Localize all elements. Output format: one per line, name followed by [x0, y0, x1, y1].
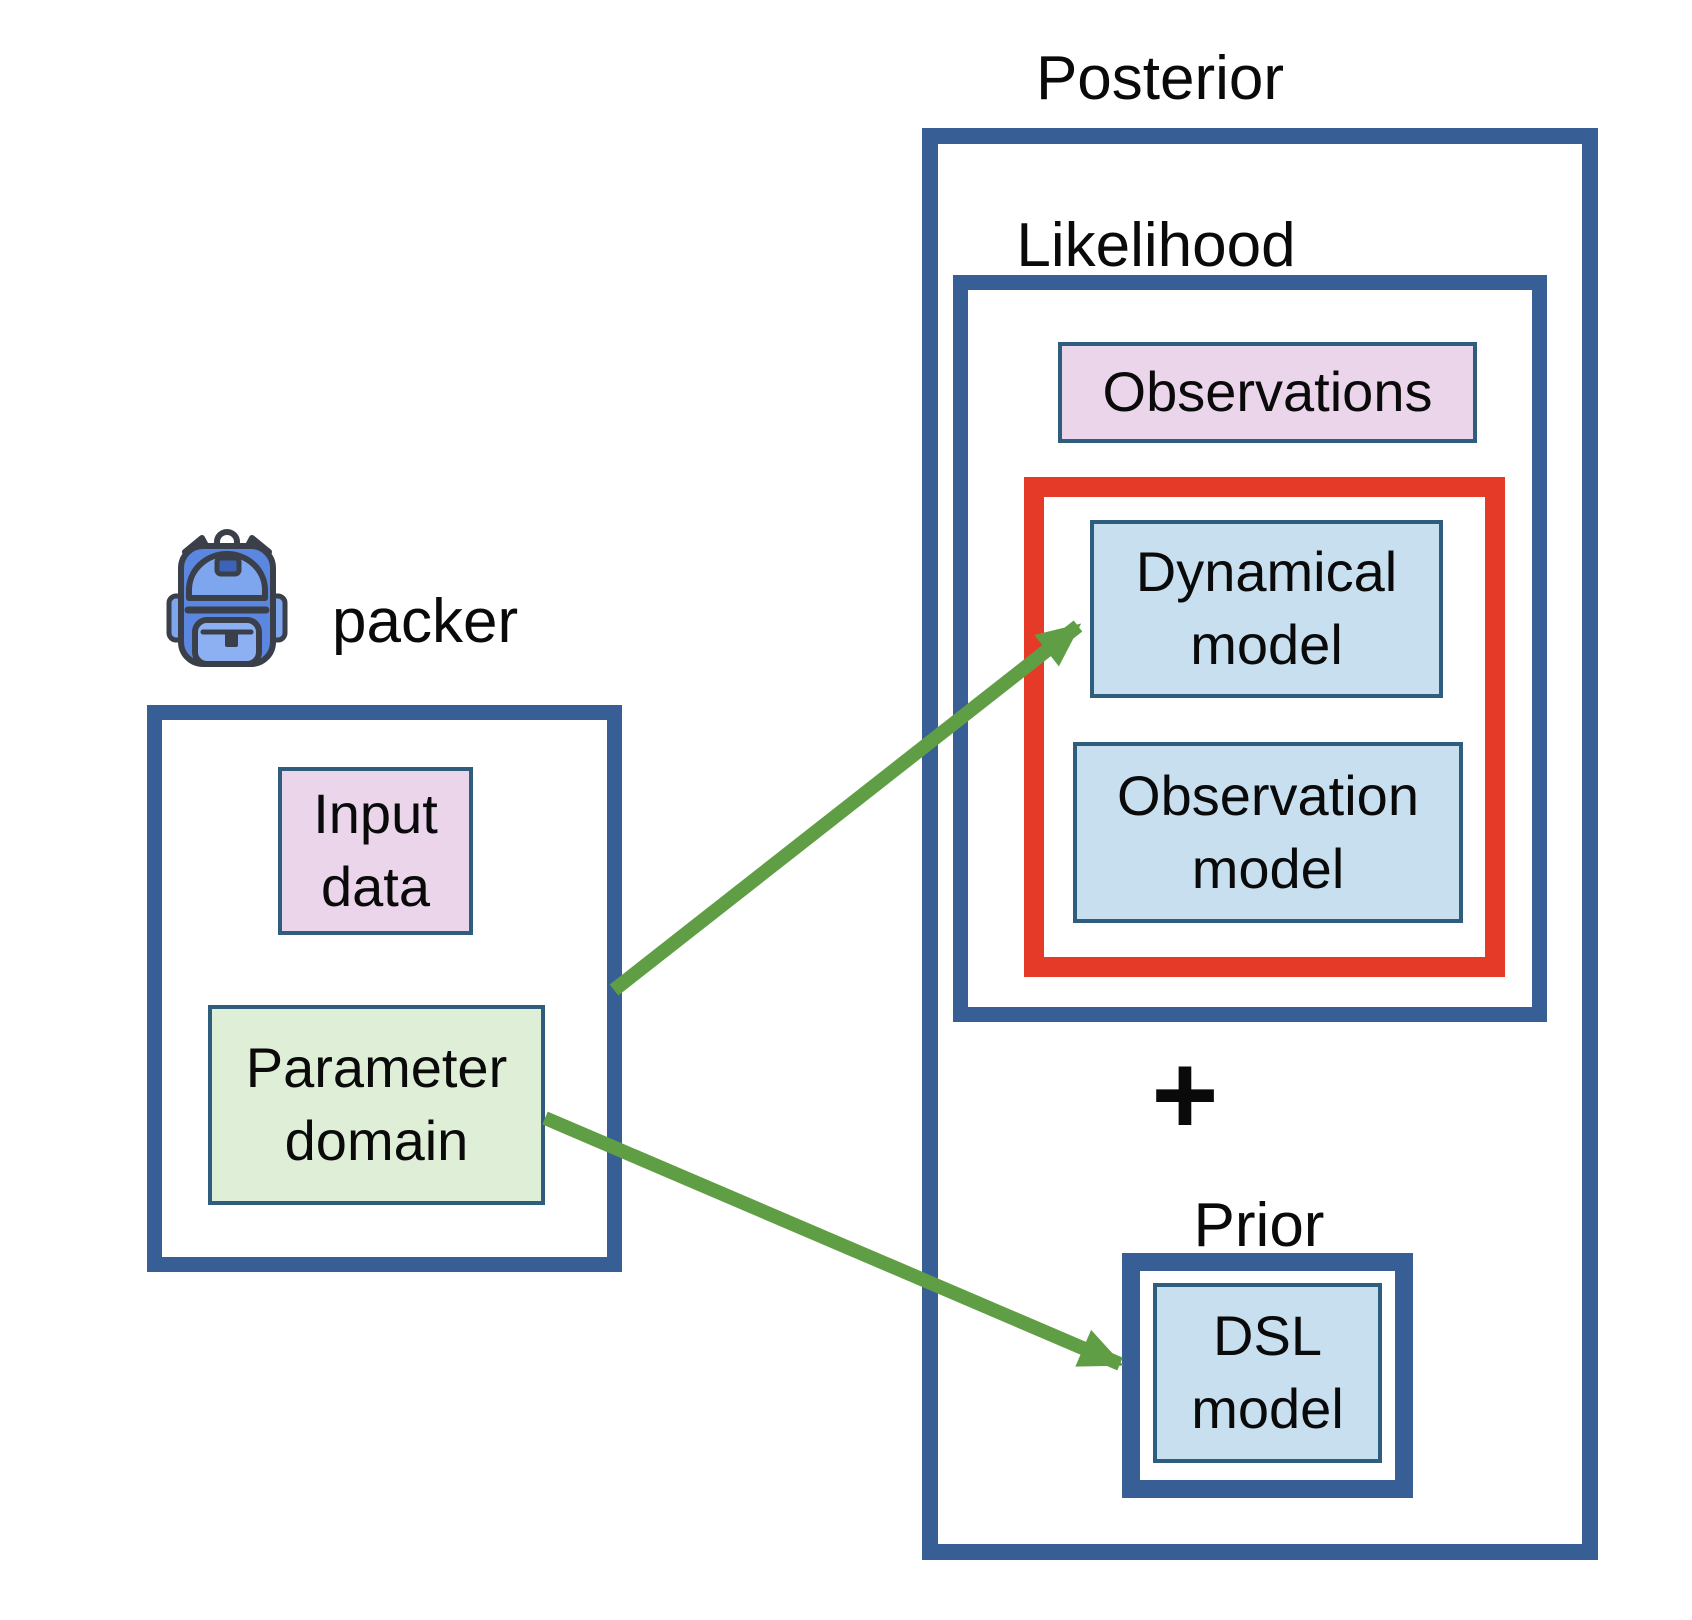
dsl-model-label: DSL model	[1191, 1304, 1344, 1440]
packer-label: packer	[332, 587, 519, 656]
parameter-domain-label: Parameter domain	[245, 1036, 508, 1172]
arrow-parameterdomain-to-dsl-model	[542, 1111, 1124, 1371]
likelihood-label: Likelihood	[1016, 211, 1296, 280]
parameter-domain-box: Parameter domain	[208, 1005, 545, 1205]
plus-sign: +	[1151, 1031, 1219, 1159]
red-highlight-box	[1024, 477, 1505, 977]
dynamical-model-box: Dynamical model	[1090, 520, 1443, 698]
input-data-label: Input data	[313, 782, 438, 918]
observations-box: Observations	[1058, 342, 1477, 443]
arrow-inputdata-to-dynamical-model	[609, 620, 1083, 996]
posterior-box	[922, 128, 1598, 1560]
posterior-label: Posterior	[1035, 44, 1285, 113]
observation-model-box: Observation model	[1073, 742, 1463, 923]
prior-box	[1122, 1253, 1413, 1498]
likelihood-box	[953, 275, 1547, 1022]
observations-label: Observations	[1102, 360, 1433, 424]
prior-label: Prior	[1193, 1191, 1325, 1260]
dsl-model-box: DSL model	[1153, 1283, 1382, 1463]
packer-box	[147, 705, 622, 1272]
observation-model-label: Observation model	[1117, 763, 1419, 900]
backpack-icon	[166, 529, 288, 667]
dynamical-model-label: Dynamical model	[1135, 540, 1398, 676]
input-data-box: Input data	[278, 767, 473, 935]
